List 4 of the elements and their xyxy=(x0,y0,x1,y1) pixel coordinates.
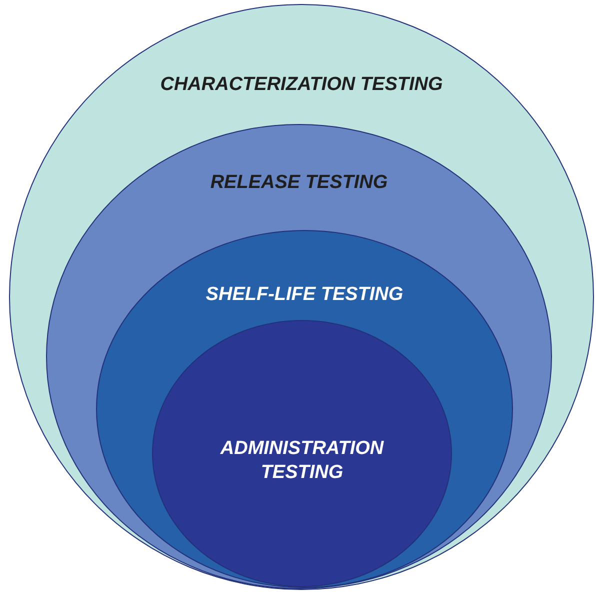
region-label: SHELF-LIFE TESTING xyxy=(204,283,404,307)
region-label: ADMINISTRATION TESTING xyxy=(219,437,385,485)
region-label: CHARACTERIZATION TESTING xyxy=(159,73,444,97)
region-label: RELEASE TESTING xyxy=(209,171,389,195)
